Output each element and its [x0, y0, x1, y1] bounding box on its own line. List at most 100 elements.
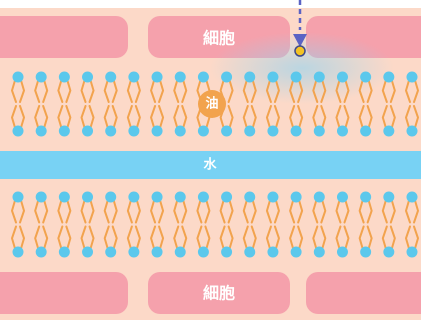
- lipid-tail: [80, 76, 87, 103]
- lipid-tail: [405, 105, 411, 132]
- lipid-head: [336, 71, 348, 83]
- lipid-head: [313, 191, 325, 203]
- lipid-head: [406, 71, 418, 83]
- lipid-head: [82, 125, 94, 137]
- lipid-head: [128, 125, 140, 137]
- lipid-tail: [335, 76, 342, 103]
- lipid-head: [290, 125, 302, 137]
- water-band: [0, 151, 421, 179]
- lipid-tail: [297, 76, 304, 103]
- lipid-tail: [158, 196, 165, 224]
- lipid-head: [360, 191, 372, 203]
- lipid-head: [313, 246, 325, 258]
- lipid-head: [360, 71, 372, 83]
- lipid-tail: [312, 196, 319, 224]
- lipid-tail: [103, 105, 110, 132]
- lipid-tail: [343, 225, 350, 253]
- lipid-tail: [343, 76, 350, 103]
- lipid-tail: [111, 225, 118, 253]
- lipid-tail: [366, 196, 373, 224]
- lipid-tail: [173, 196, 180, 224]
- lipid-head: [221, 246, 233, 258]
- lipid-tail: [65, 105, 72, 132]
- cell-bottom-center: [148, 272, 290, 314]
- lipid-head: [82, 71, 94, 83]
- lipid-tail: [358, 225, 365, 253]
- lipid-tail: [88, 105, 95, 132]
- lipid-head: [383, 191, 395, 203]
- lipid-head: [406, 191, 418, 203]
- lipid-head: [336, 191, 348, 203]
- lipid-tail: [250, 105, 257, 132]
- lipid-head: [82, 191, 94, 203]
- lipid-head: [151, 246, 163, 258]
- lipid-head: [151, 71, 163, 83]
- lipid-tail: [320, 76, 327, 103]
- lipid-head: [406, 246, 418, 258]
- lipid-tail: [219, 196, 226, 224]
- pointer-arrowhead-icon: [293, 34, 307, 47]
- lipid-tail: [381, 196, 388, 224]
- lipid-head: [221, 71, 233, 83]
- pointer-dot: [294, 45, 306, 57]
- lipid-tail: [57, 225, 64, 253]
- lipid-head: [35, 71, 47, 83]
- lipid-tail: [11, 76, 17, 103]
- lipid-tail: [405, 225, 411, 253]
- lipid-tail: [181, 196, 188, 224]
- lipid-head: [105, 125, 117, 137]
- lipid-tail: [34, 225, 41, 253]
- lipid-tail: [57, 105, 64, 132]
- lipid-tail: [227, 76, 234, 103]
- lipid-tail: [227, 196, 234, 224]
- lipid-tail: [335, 225, 342, 253]
- lipid-head: [313, 125, 325, 137]
- lipid-tail: [11, 225, 17, 253]
- lipid-head: [336, 125, 348, 137]
- lipid-tail: [181, 225, 188, 253]
- lipid-tail: [204, 196, 211, 224]
- lipid-head: [105, 191, 117, 203]
- lipid-bilayer-top: [11, 71, 419, 137]
- lipid-tail: [134, 76, 141, 103]
- lipid-tail: [34, 76, 41, 103]
- lipid-head: [105, 71, 117, 83]
- lipid-tail: [227, 105, 234, 132]
- lipid-tail: [389, 196, 396, 224]
- lipid-tail: [358, 105, 365, 132]
- lipid-head: [35, 125, 47, 137]
- lipid-tail: [19, 225, 25, 253]
- lipid-tail: [158, 76, 165, 103]
- lipid-tail: [273, 105, 280, 132]
- lipid-tail: [242, 105, 249, 132]
- lipid-tail: [181, 105, 188, 132]
- lipid-tail: [358, 76, 365, 103]
- lipid-tail: [42, 225, 49, 253]
- lipid-tail: [320, 196, 327, 224]
- lipid-head: [128, 246, 140, 258]
- water-label: 水: [203, 157, 217, 173]
- lipid-tail: [413, 196, 419, 224]
- lipid-tail: [219, 225, 226, 253]
- lipid-head: [82, 246, 94, 258]
- lipid-head: [313, 71, 325, 83]
- lipid-tail: [204, 225, 211, 253]
- lipid-head: [267, 246, 279, 258]
- lipid-head: [197, 125, 209, 137]
- lipid-tail: [111, 196, 118, 224]
- lipid-head: [151, 125, 163, 137]
- lipid-tail: [265, 76, 272, 103]
- lipid-head: [58, 191, 70, 203]
- lipid-tail: [413, 76, 419, 103]
- lipid-tail: [150, 105, 157, 132]
- cell-top-left: [0, 16, 128, 58]
- lipid-tail: [65, 76, 72, 103]
- lipid-tail: [11, 105, 17, 132]
- lipid-tail: [381, 105, 388, 132]
- lipid-tail: [366, 105, 373, 132]
- lipid-tail: [134, 105, 141, 132]
- lipid-tail: [19, 105, 25, 132]
- lipid-tail: [103, 76, 110, 103]
